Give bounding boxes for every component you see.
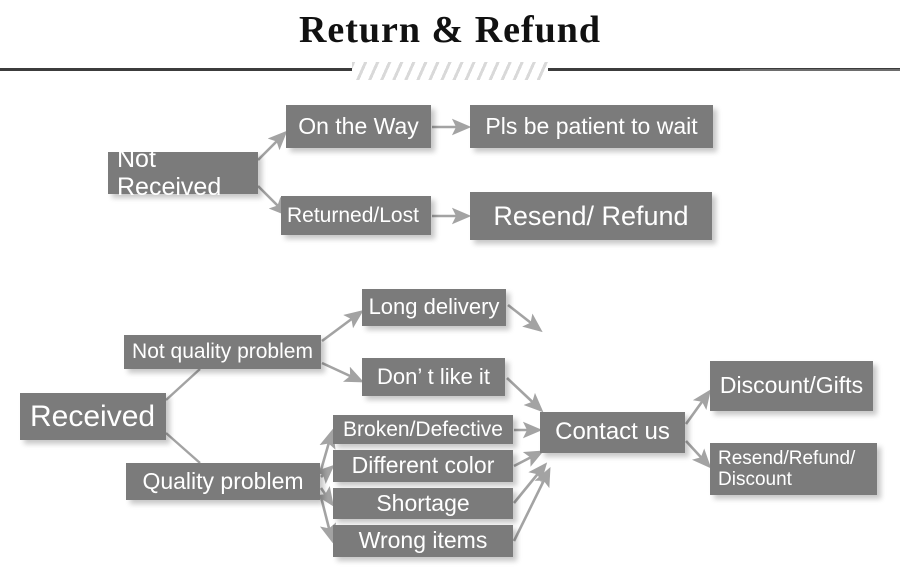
node-label: Not Received bbox=[117, 145, 222, 201]
node-label: Quality problem bbox=[142, 467, 304, 494]
node-resend-refund-discount[interactable]: Resend/Refund/ Discount bbox=[710, 443, 877, 495]
hatched-divider-icon bbox=[352, 62, 548, 80]
node-label: Contact us bbox=[555, 418, 670, 446]
node-label: Resend/Refund/ Discount bbox=[718, 447, 856, 490]
node-wrong-items[interactable]: Wrong items bbox=[333, 525, 513, 557]
node-dont-like-it[interactable]: Don’ t like it bbox=[362, 358, 505, 396]
node-label: Shortage bbox=[376, 489, 470, 516]
arrow-not-quality-to-long-delivery bbox=[321, 309, 364, 343]
node-different-color[interactable]: Different color bbox=[333, 450, 513, 482]
arrow-quality-to-wrong-items bbox=[319, 496, 337, 544]
arrow-shortage-to-contact-us bbox=[512, 462, 548, 504]
arrow-quality-to-broken-defective bbox=[319, 428, 336, 471]
divider-rule-right bbox=[548, 68, 900, 71]
arrow-contact-us-to-discount-gifts bbox=[684, 389, 711, 425]
node-long-delivery[interactable]: Long delivery bbox=[362, 289, 506, 326]
divider-rule-tail bbox=[740, 69, 900, 71]
arrow-contact-us-to-resend-refund-discount bbox=[685, 440, 712, 469]
node-label: On the Way bbox=[298, 112, 419, 139]
node-pls-be-patient-to-wait[interactable]: Pls be patient to wait bbox=[470, 105, 713, 148]
node-shortage[interactable]: Shortage bbox=[333, 488, 513, 519]
page-title: Return & Refund bbox=[298, 9, 602, 51]
node-label: Discount/Gifts bbox=[719, 372, 864, 399]
node-label: Received bbox=[30, 399, 156, 433]
arrow-quality-to-shortage bbox=[316, 486, 334, 507]
node-label: Not quality problem bbox=[132, 340, 313, 364]
node-label: Different color bbox=[351, 452, 495, 479]
line-received-to-not-quality-problem bbox=[165, 368, 201, 401]
arrow-wrong-items-to-contact-us bbox=[512, 466, 551, 542]
node-contact-us[interactable]: Contact us bbox=[540, 412, 685, 453]
arrow-quality-to-different-color bbox=[314, 464, 335, 484]
node-quality-problem[interactable]: Quality problem bbox=[126, 463, 320, 500]
node-label: Pls be patient to wait bbox=[485, 112, 698, 139]
node-label: Resend/ Refund bbox=[493, 200, 689, 231]
node-discount-gifts[interactable]: Discount/Gifts bbox=[710, 361, 873, 411]
divider-rule-left bbox=[0, 68, 352, 71]
node-label: Wrong items bbox=[358, 527, 488, 554]
arrow-not-quality-to-dont-like-it bbox=[321, 361, 365, 383]
node-label: Don’ t like it bbox=[377, 363, 490, 389]
node-received[interactable]: Received bbox=[20, 393, 166, 440]
line-received-to-quality-problem bbox=[165, 432, 201, 464]
node-resend-refund[interactable]: Resend/ Refund bbox=[470, 192, 712, 240]
node-returned-lost[interactable]: Returned/Lost bbox=[281, 196, 431, 235]
node-label: Broken/Defective bbox=[343, 417, 503, 441]
arrow-different-color-to-contact-us bbox=[513, 450, 545, 468]
node-not-received[interactable]: Not Received bbox=[108, 145, 258, 201]
header-divider bbox=[0, 62, 900, 80]
arrow-dont-like-it-to-contact-us bbox=[506, 377, 544, 413]
node-on-the-way[interactable]: On the Way bbox=[286, 105, 431, 148]
arrow-not-received-to-on-the-way bbox=[257, 130, 288, 161]
node-not-quality-problem[interactable]: Not quality problem bbox=[124, 335, 321, 369]
node-label: Returned/Lost bbox=[287, 203, 419, 227]
arrow-long-delivery-to-contact-us bbox=[507, 303, 543, 333]
node-label: Long delivery bbox=[368, 294, 500, 320]
node-broken-defective[interactable]: Broken/Defective bbox=[333, 415, 513, 444]
